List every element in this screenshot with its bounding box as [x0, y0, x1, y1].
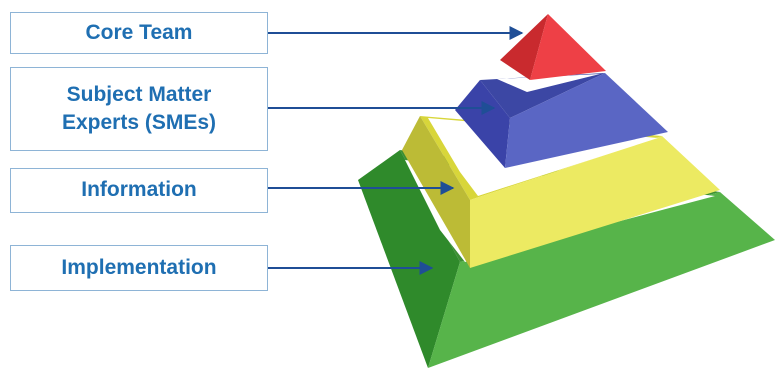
label-core-team: Core Team: [10, 12, 268, 54]
label-implementation: Implementation: [10, 245, 268, 291]
pyramid-tier-core-team: [500, 14, 606, 80]
label-core-team-text: Core Team: [85, 20, 193, 44]
label-implementation-text: Implementation: [61, 255, 217, 279]
label-sme-line1: Subject Matter: [66, 82, 212, 106]
label-information-text: Information: [81, 178, 197, 202]
label-information: Information: [10, 168, 268, 213]
label-subject-matter-experts: Subject Matter Experts (SMEs): [10, 67, 268, 151]
label-sme-line2: Experts (SMEs): [61, 111, 217, 134]
